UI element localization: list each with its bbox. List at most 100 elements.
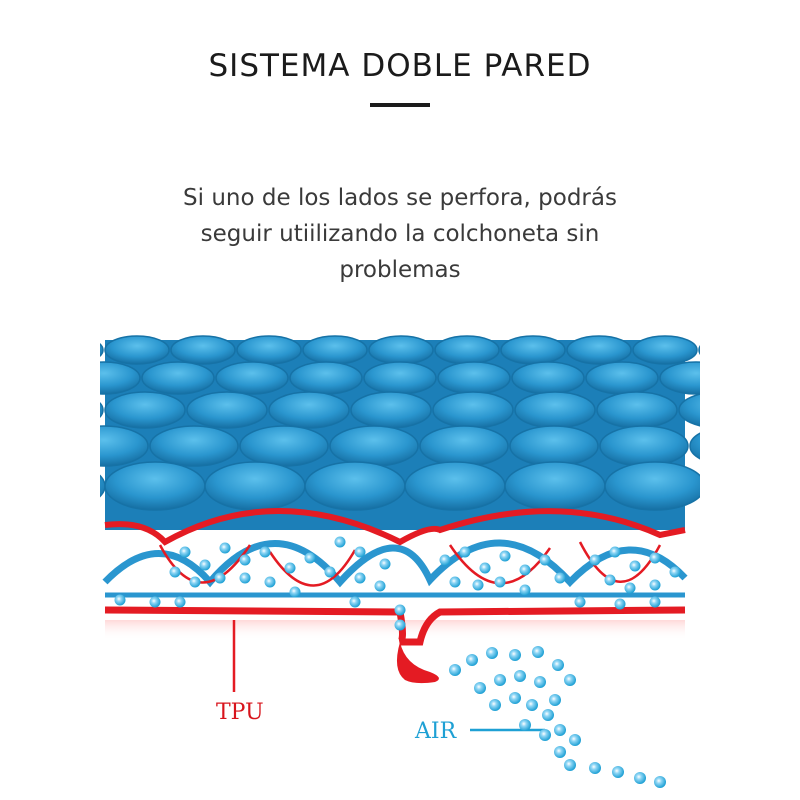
- air-dot: [379, 558, 391, 570]
- mattress-cell: [186, 391, 268, 429]
- mattress-cell: [304, 461, 406, 511]
- air-dot: [354, 572, 366, 584]
- air-dot: [509, 649, 521, 661]
- mattress-cell: [215, 361, 289, 395]
- air-dot: [534, 676, 546, 688]
- air-dot: [374, 580, 386, 592]
- double-wall-mattress-illustration: [100, 335, 700, 788]
- air-dot: [494, 674, 506, 686]
- air-dot: [549, 694, 561, 706]
- mattress-cell: [289, 361, 363, 395]
- mattress-cell: [698, 345, 700, 355]
- mattress-cell: [432, 391, 514, 429]
- air-dot: [449, 664, 461, 676]
- air-dot: [289, 586, 301, 598]
- mattress-cell: [368, 335, 434, 365]
- tpu-label: TPU: [216, 700, 264, 725]
- mattress-cell: [329, 425, 419, 467]
- air-dot: [149, 596, 161, 608]
- mattress-cell: [104, 461, 206, 511]
- mattress-cell: [104, 335, 170, 365]
- air-dot: [214, 572, 226, 584]
- air-dot: [554, 746, 566, 758]
- mattress-cell: [689, 432, 700, 460]
- mattress-cell: [404, 461, 506, 511]
- air-label: AIR: [415, 719, 457, 744]
- air-dot: [649, 552, 661, 564]
- mattress-cell: [239, 425, 329, 467]
- air-dot: [394, 619, 406, 631]
- air-dot: [514, 670, 526, 682]
- air-dot: [174, 596, 186, 608]
- air-dot: [532, 646, 544, 658]
- air-dot: [614, 598, 626, 610]
- mattress-cell: [566, 335, 632, 365]
- mattress-cell: [514, 391, 596, 429]
- air-dot: [564, 759, 576, 771]
- mattress-cell: [419, 425, 509, 467]
- air-dot: [264, 576, 276, 588]
- mattress-cell: [596, 391, 678, 429]
- air-dot: [649, 579, 661, 591]
- mattress-cell: [302, 335, 368, 365]
- mattress-cell: [678, 393, 700, 427]
- air-dot: [324, 566, 336, 578]
- air-dot: [564, 674, 576, 686]
- title-underline-divider: [370, 103, 430, 107]
- air-dot: [349, 596, 361, 608]
- mattress-cell: [236, 335, 302, 365]
- page-title: SISTEMA DOBLE PARED: [208, 48, 592, 84]
- mattress-cell: [604, 461, 700, 511]
- air-dot: [526, 699, 538, 711]
- escaping-air-dots: [449, 646, 666, 788]
- air-dot: [539, 729, 551, 741]
- air-dot: [509, 692, 521, 704]
- mattress-surface: [100, 335, 700, 540]
- air-dot: [624, 582, 636, 594]
- air-dot: [629, 560, 641, 572]
- air-dot: [472, 579, 484, 591]
- air-dot: [449, 576, 461, 588]
- air-dot: [239, 572, 251, 584]
- air-dot: [169, 566, 181, 578]
- mattress-cell: [170, 335, 236, 365]
- air-dot: [554, 572, 566, 584]
- mattress-cell: [585, 361, 659, 395]
- air-dot: [189, 576, 201, 588]
- air-dot: [612, 766, 624, 778]
- air-dot: [199, 559, 211, 571]
- air-dot: [284, 562, 296, 574]
- air-dot: [239, 554, 251, 566]
- mattress-cell: [599, 425, 689, 467]
- mattress-cell: [504, 461, 606, 511]
- mattress-cell: [104, 391, 186, 429]
- air-dot: [604, 574, 616, 586]
- air-dot: [542, 709, 554, 721]
- air-dot: [334, 536, 346, 548]
- mattress-cell: [141, 361, 215, 395]
- air-dot: [494, 576, 506, 588]
- air-dot: [554, 724, 566, 736]
- air-dot: [519, 584, 531, 596]
- air-dot: [354, 546, 366, 558]
- air-dot: [569, 734, 581, 746]
- air-dot: [519, 719, 531, 731]
- mattress-cell: [509, 425, 599, 467]
- air-dot: [574, 596, 586, 608]
- air-dot: [589, 554, 601, 566]
- mattress-cell: [500, 335, 566, 365]
- air-dot: [474, 682, 486, 694]
- air-dot: [479, 562, 491, 574]
- mattress-cell: [100, 425, 149, 467]
- air-dot: [486, 647, 498, 659]
- air-dot: [459, 546, 471, 558]
- mattress-cell: [437, 361, 511, 395]
- tpu-wall-red: [104, 508, 686, 546]
- air-dot: [439, 554, 451, 566]
- air-dot: [114, 594, 126, 606]
- air-dot: [219, 542, 231, 554]
- mattress-cell: [659, 361, 700, 395]
- air-dot: [669, 566, 681, 578]
- air-dot: [466, 654, 478, 666]
- air-dot: [499, 550, 511, 562]
